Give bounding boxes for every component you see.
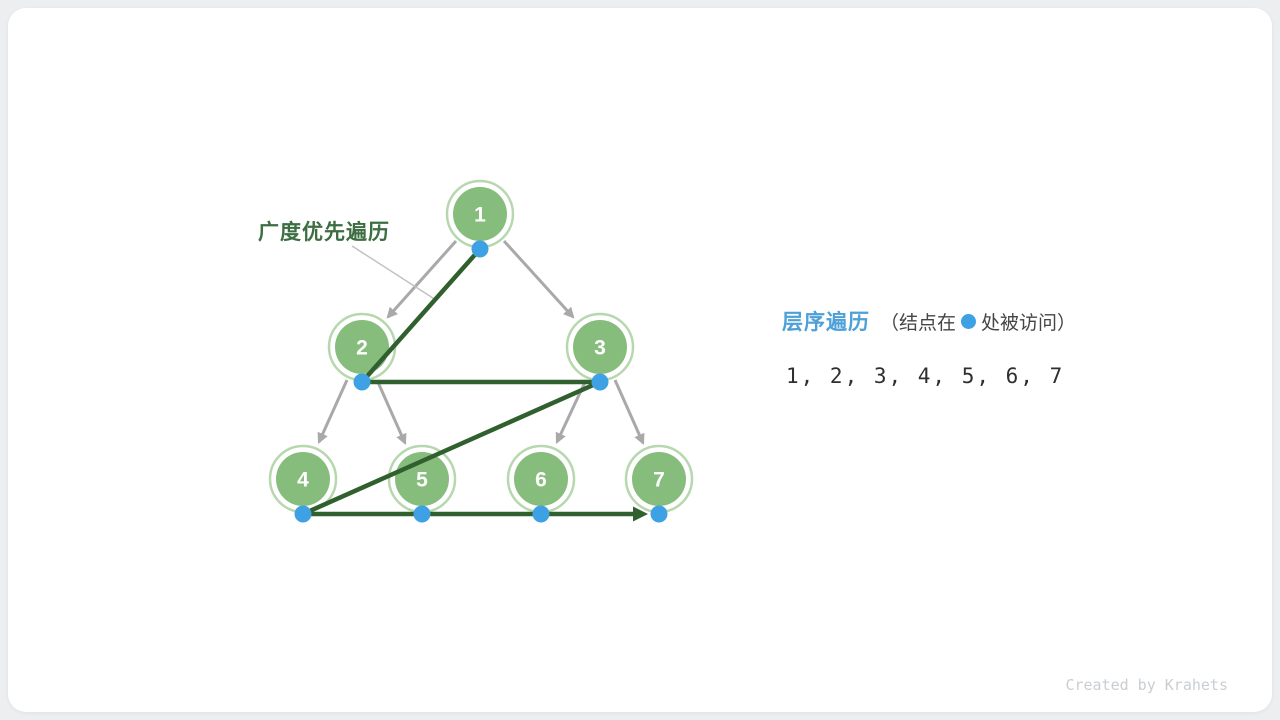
legend-note-suffix: 处被访问）: [981, 312, 1077, 334]
tree-node-6: 6: [506, 444, 576, 514]
bfs-traversal-label: 广度优先遍历: [258, 221, 390, 244]
tree-node-7: 7: [624, 444, 694, 514]
node-circle: [276, 452, 330, 506]
visit-dot-3: [591, 373, 609, 391]
node-label: 5: [416, 469, 428, 492]
node-label: 4: [297, 469, 309, 492]
tree-node-5: 5: [387, 444, 457, 514]
diagram-card: [8, 8, 1272, 712]
tree-node-3: 3: [565, 312, 635, 382]
visit-dot-7: [650, 505, 668, 523]
visit-dot-5: [413, 505, 431, 523]
visit-dot-4: [294, 505, 312, 523]
visit-order-sequence: 1, 2, 3, 4, 5, 6, 7: [786, 364, 1065, 388]
tree-node-1: 1: [445, 179, 515, 249]
tree-node-4: 4: [268, 444, 338, 514]
node-label: 1: [474, 204, 486, 227]
legend-note: （结点在 处被访问）: [880, 308, 1076, 335]
node-label: 3: [594, 337, 606, 360]
watermark-credit: Created by Krahets: [1065, 676, 1228, 694]
node-label: 2: [356, 337, 368, 360]
visit-dot-2: [353, 373, 371, 391]
tree-node-2: 2: [327, 312, 397, 382]
node-circle: [573, 320, 627, 374]
edge-1-3: [502, 239, 575, 319]
node-label: 7: [653, 469, 665, 492]
node-circle: [453, 187, 507, 241]
legend-row: 层序遍历 （结点在 处被访问）: [782, 306, 1076, 336]
node-circle: [335, 320, 389, 374]
edge-3-7: [613, 379, 645, 446]
edge-2-5: [375, 379, 407, 446]
node-circle: [632, 452, 686, 506]
edge-1-2: [386, 239, 458, 319]
node-circle: [514, 452, 568, 506]
legend-note-prefix: （结点在: [880, 312, 957, 334]
visit-dot-1: [471, 240, 489, 258]
bfs-label-pointer-line: [351, 245, 437, 301]
visit-dot-icon: [961, 313, 977, 329]
level-order-title: 层序遍历: [782, 311, 870, 334]
visit-dot-6: [532, 505, 550, 523]
edge-2-4: [317, 379, 349, 445]
node-label: 6: [535, 469, 547, 492]
